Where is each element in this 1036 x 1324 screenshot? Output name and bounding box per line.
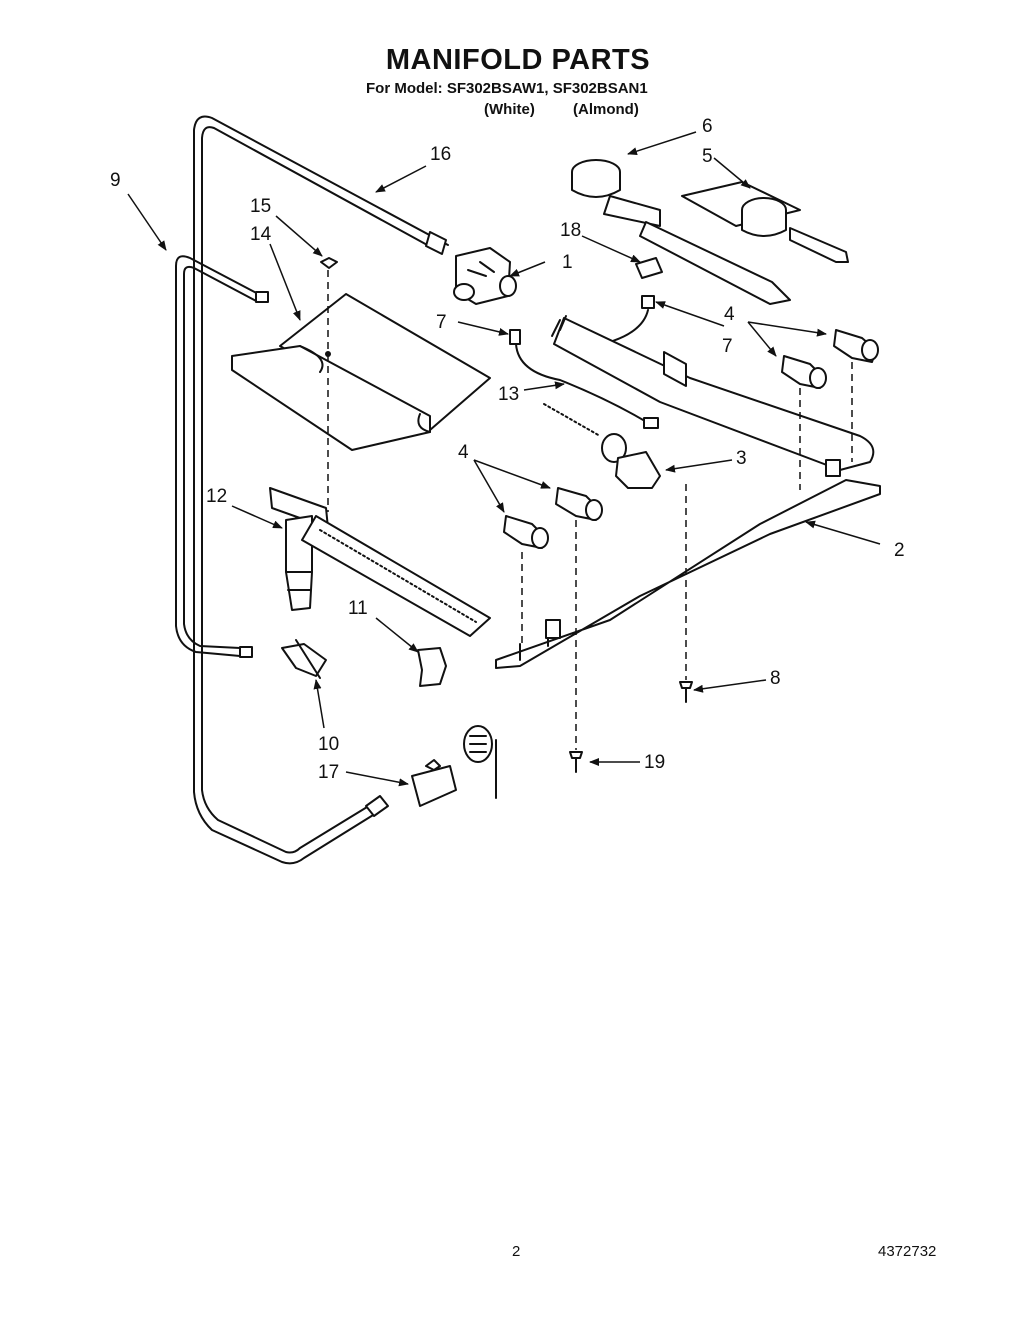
part-4-orifice-mid-left [503, 515, 549, 549]
callout-11: 11 [348, 598, 368, 619]
callout-19: 19 [644, 752, 665, 773]
part-7-fitting-right [641, 295, 655, 309]
callout-8: 8 [770, 668, 781, 689]
callout-2: 2 [894, 540, 905, 561]
part-11-clip [417, 647, 447, 687]
callout-15: 15 [250, 196, 271, 217]
part-14-deflector [231, 293, 491, 451]
callout-4-top: 4 [724, 304, 735, 325]
document-number: 4372732 [878, 1243, 937, 1260]
page-number: 2 [512, 1243, 521, 1260]
callout-10: 10 [318, 734, 339, 755]
callout-1: 1 [562, 252, 573, 273]
part-3-thermostat [543, 403, 661, 489]
model-variants: (White) (Almond) [484, 101, 639, 118]
callout-6: 6 [702, 116, 713, 137]
callout-18: 18 [560, 220, 581, 241]
part-12-burner [269, 487, 491, 637]
part-7-fitting-left [509, 329, 521, 345]
callout-9: 9 [110, 170, 121, 191]
part-16-supply-tube [193, 115, 449, 865]
callout-4-mid: 4 [458, 442, 469, 463]
page-title: MANIFOLD PARTS [385, 44, 651, 76]
part-2-bracket [495, 459, 881, 669]
part-5-burner [681, 181, 849, 263]
manifold-tube [551, 315, 875, 471]
leader-lines [127, 131, 881, 787]
part-4-orifice-top-left [781, 355, 827, 389]
part-1-valve [453, 247, 517, 305]
callout-12: 12 [206, 486, 227, 507]
part-9-tube [175, 255, 269, 658]
part-4-orifice-top-right [833, 329, 879, 363]
part-8-screw [679, 681, 693, 703]
variant-white: (White) [484, 101, 535, 118]
part-4-orifice-mid-right [555, 487, 603, 521]
callout-16: 16 [430, 144, 451, 165]
variant-almond: (Almond) [573, 101, 639, 118]
callout-3: 3 [736, 448, 747, 469]
part-10-spreader [281, 639, 327, 679]
callout-13: 13 [498, 384, 519, 405]
callout-17: 17 [318, 762, 339, 783]
callout-5: 5 [702, 146, 713, 167]
callout-7-left: 7 [436, 312, 447, 333]
callout-7-right: 7 [722, 336, 733, 357]
callout-14: 14 [250, 224, 272, 245]
part-15-pin [320, 257, 338, 269]
part-18-clip [635, 257, 663, 279]
part-19-screw [569, 751, 583, 773]
part-17-thermostat [411, 725, 497, 807]
part-6-burner [571, 159, 791, 305]
model-numbers: For Model: SF302BSAW1, SF302BSAN1 [366, 80, 648, 97]
